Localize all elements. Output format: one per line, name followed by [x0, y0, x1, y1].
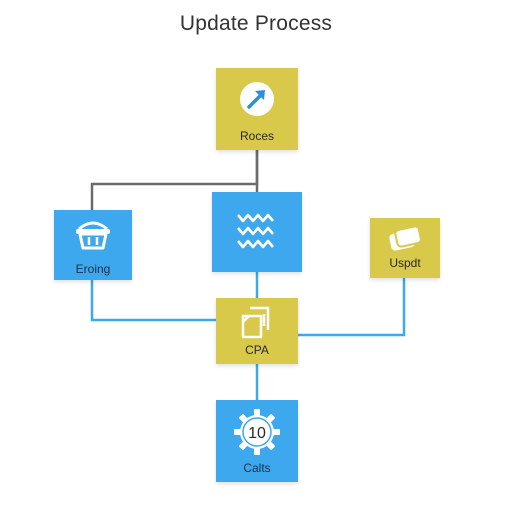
- connector-update-cpa: [298, 278, 406, 337]
- diagram-title: Update Process: [179, 12, 333, 35]
- node-erasing[interactable]: Eroing: [54, 210, 132, 280]
- node-cpa-label: CPA: [245, 343, 269, 357]
- node-process[interactable]: Roces: [216, 68, 298, 150]
- basket-icon: [76, 221, 110, 250]
- node-calls[interactable]: 10 Calts: [216, 400, 298, 482]
- wave-lines-icon: [237, 213, 274, 249]
- copy-pages-icon: [241, 306, 270, 339]
- node-middle[interactable]: [212, 192, 302, 272]
- node-process-label: Roces: [239, 129, 274, 143]
- compass-arrow-icon: [240, 82, 274, 116]
- gear-badge-number: 10: [248, 425, 266, 442]
- connector-erasing-cpa: [90, 280, 216, 322]
- stacked-cards-icon: [389, 225, 422, 251]
- node-update-label: Uspdt: [389, 256, 421, 270]
- node-calls-label: Calts: [243, 461, 271, 475]
- node-cpa[interactable]: CPA: [216, 298, 298, 364]
- node-update[interactable]: Uspdt: [370, 218, 440, 278]
- gear-badge-icon: 10: [234, 409, 280, 455]
- node-erasing-label: Eroing: [75, 262, 111, 276]
